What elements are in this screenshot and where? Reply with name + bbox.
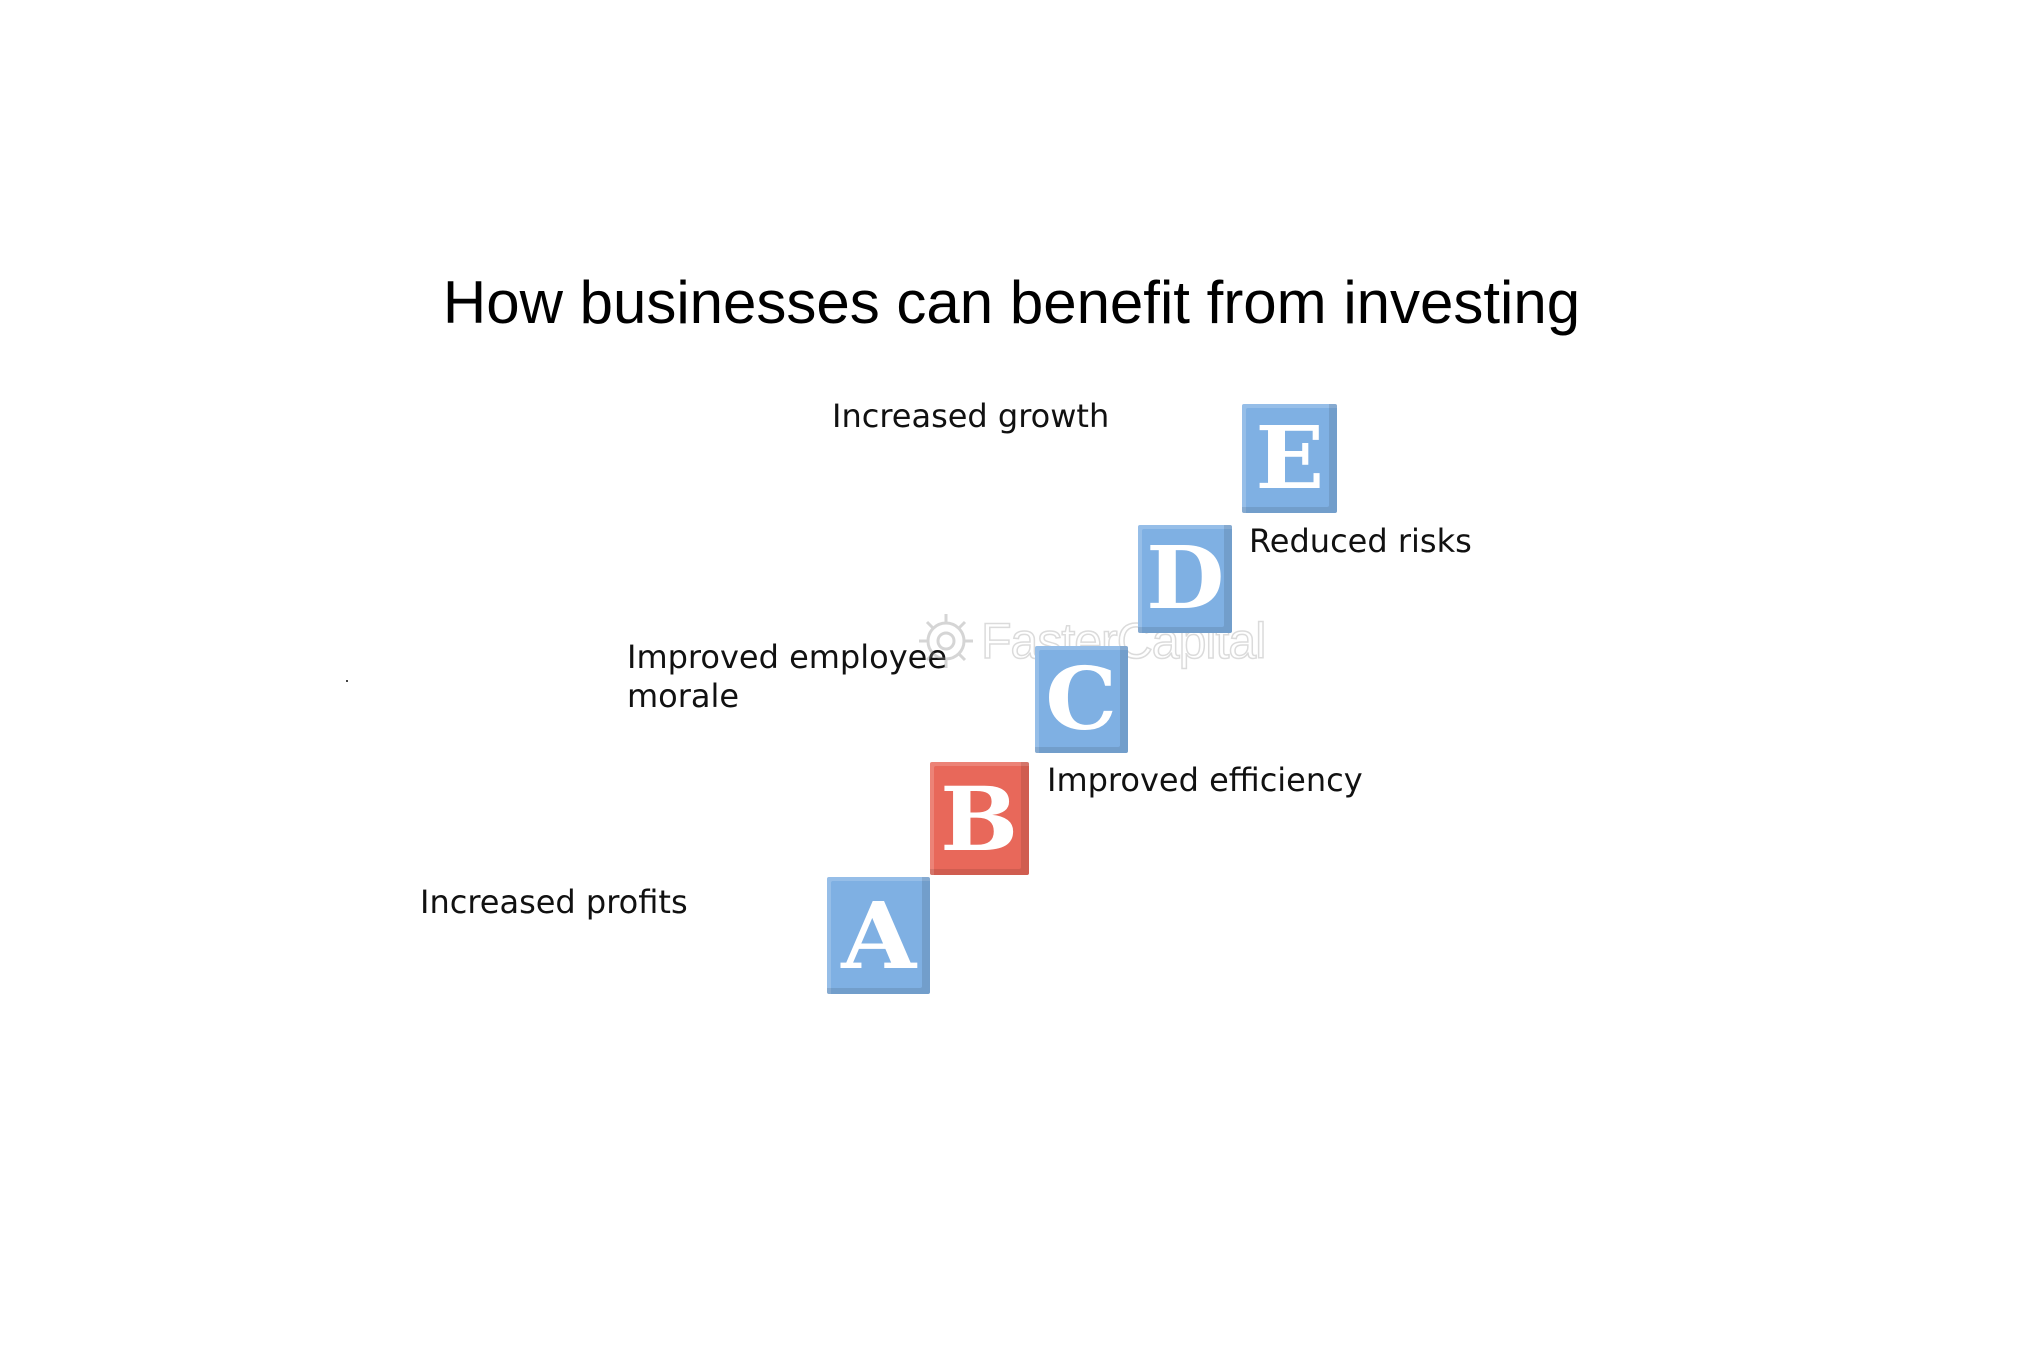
label-reduced-risks: Reduced risks <box>1249 522 1472 560</box>
block-b: B <box>930 762 1029 875</box>
diagram-title: How businesses can benefit from investin… <box>442 269 1581 336</box>
label-increased-profits: Increased profits <box>420 883 688 921</box>
label-increased-growth: Increased growth <box>832 397 1110 435</box>
block-a: A <box>827 877 930 994</box>
block-c: C <box>1035 646 1128 753</box>
block-e: E <box>1242 404 1337 513</box>
label-improved-efficiency: Improved efficiency <box>1047 761 1363 799</box>
stray-dot <box>346 680 348 682</box>
gear-icon <box>919 614 973 668</box>
block-d: D <box>1138 525 1232 633</box>
label-improved-employee-morale: Improved employee morale <box>627 638 948 716</box>
